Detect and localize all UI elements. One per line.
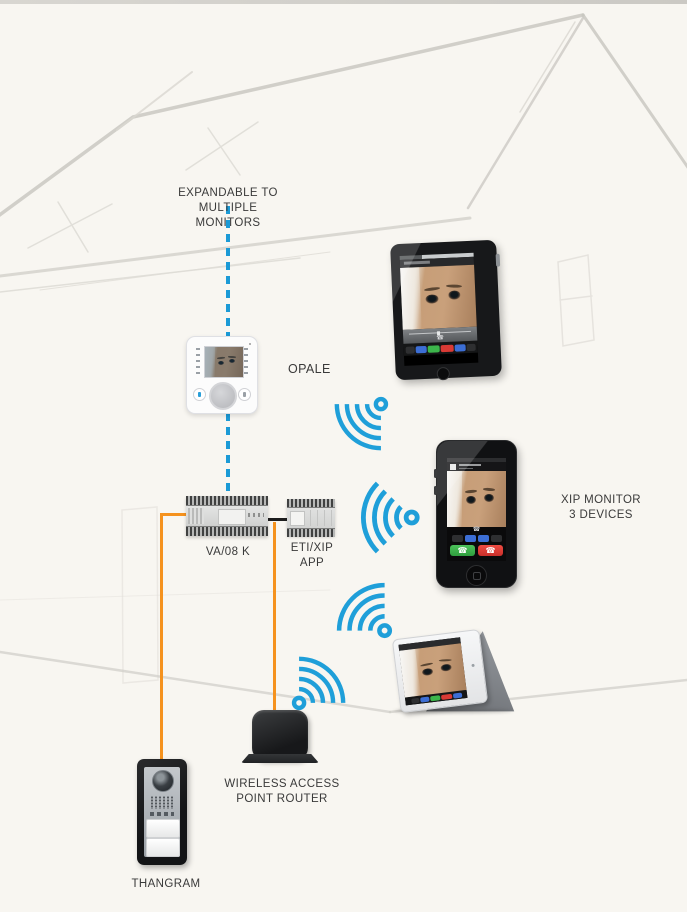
smartphone-device: ☎ ☎ ☎	[434, 440, 517, 588]
note-expandable-monitors: EXPANDABLE TO MULTIPLE MONITORS	[140, 186, 316, 231]
call-button	[146, 838, 180, 857]
eye	[440, 663, 452, 672]
cable-module-link	[266, 518, 289, 521]
wifi-signal-icon	[328, 394, 391, 457]
va08k-module	[186, 496, 268, 536]
hangup-button: ☎	[478, 545, 503, 556]
module-label-area	[290, 511, 305, 526]
aux-button	[452, 692, 462, 699]
module-label-area	[218, 509, 246, 525]
mute-button	[410, 697, 420, 704]
mute-button	[451, 535, 463, 542]
router-stand	[241, 754, 319, 763]
terminal-strip-top	[186, 496, 268, 506]
video-call-image	[399, 643, 467, 698]
wifi-signal-icon	[289, 650, 352, 713]
cable-entry-panel-vertical	[160, 513, 163, 763]
tablet-device: ☎	[390, 239, 502, 381]
bus-line-dashed-bottom	[226, 413, 230, 497]
caller-info-bar	[447, 462, 506, 471]
key-button	[193, 388, 206, 401]
tablet-screen	[398, 637, 468, 706]
note-line: MULTIPLE	[198, 202, 258, 214]
hair-highlight	[205, 347, 215, 377]
tablet-body	[391, 628, 489, 714]
camera-button	[490, 535, 502, 542]
thangram-entry-panel	[137, 759, 187, 865]
eye	[422, 668, 434, 676]
cable-entry-panel-horizontal	[160, 513, 189, 516]
handset-icon: ☎	[447, 527, 506, 534]
video-call-image	[447, 471, 506, 527]
opale-label: OPALE	[288, 362, 331, 376]
hangup-button	[440, 693, 452, 700]
answer-button	[429, 694, 440, 701]
housing-ribs	[310, 510, 332, 526]
wifi-signal-icon	[330, 576, 395, 641]
note-line: EXPANDABLE TO	[178, 187, 278, 199]
screen-reflection	[390, 239, 502, 381]
status-leds	[248, 513, 264, 517]
volume-up-button	[434, 469, 437, 478]
thangram-label: THANGRAM	[131, 878, 201, 890]
call-button	[146, 819, 180, 838]
softkey-icons-right	[244, 348, 248, 374]
door-open-button	[419, 696, 430, 703]
eye	[484, 493, 495, 502]
va08k-label: VA/08 K	[205, 546, 251, 558]
router-label: WIRELESS ACCESS POINT ROUTER	[224, 778, 340, 805]
terminal-strip-bottom	[186, 526, 268, 536]
cable-router-vertical	[273, 522, 276, 714]
terminal-strip-bottom	[287, 528, 335, 537]
page-top-edge	[0, 0, 687, 4]
tablet-mini-device	[391, 626, 518, 718]
jog-dial-button	[209, 382, 237, 410]
home-button	[466, 565, 487, 586]
camera-icon	[152, 770, 174, 792]
terminal-strip-top	[287, 499, 335, 508]
door-open-button	[464, 535, 476, 542]
aux-button	[238, 388, 251, 401]
caller-avatar	[450, 463, 456, 470]
eye	[217, 360, 224, 365]
device-shadow	[394, 709, 512, 713]
function-keys	[150, 812, 174, 816]
vent-slots	[188, 508, 204, 524]
etixip-module	[287, 499, 335, 537]
volume-down-button	[434, 486, 437, 495]
mic-hole	[249, 343, 251, 345]
note-xip-monitor: XIP MONITOR 3 DEVICES	[560, 494, 641, 521]
status-bar	[447, 458, 506, 462]
note-line: MONITORS	[195, 217, 261, 229]
opale-monitor	[186, 336, 258, 414]
camera-dot	[471, 663, 475, 668]
etixip-label: ETI/XIP APP	[290, 542, 334, 569]
call-controls: ☎ ☎ ☎	[447, 527, 506, 561]
aux-button	[477, 535, 489, 542]
screen-reflection	[437, 441, 516, 587]
eye	[466, 496, 477, 505]
bus-line-dashed-top	[226, 206, 230, 337]
panel-faceplate	[144, 767, 180, 857]
smartphone-screen: ☎ ☎ ☎	[447, 458, 506, 561]
video-call-image	[205, 347, 243, 377]
opale-screen	[204, 346, 244, 378]
wireless-router	[241, 710, 319, 763]
speaker-grille	[150, 796, 174, 809]
answer-button: ☎	[450, 545, 475, 556]
eye	[228, 359, 236, 364]
softkey-icons-left	[196, 348, 200, 374]
